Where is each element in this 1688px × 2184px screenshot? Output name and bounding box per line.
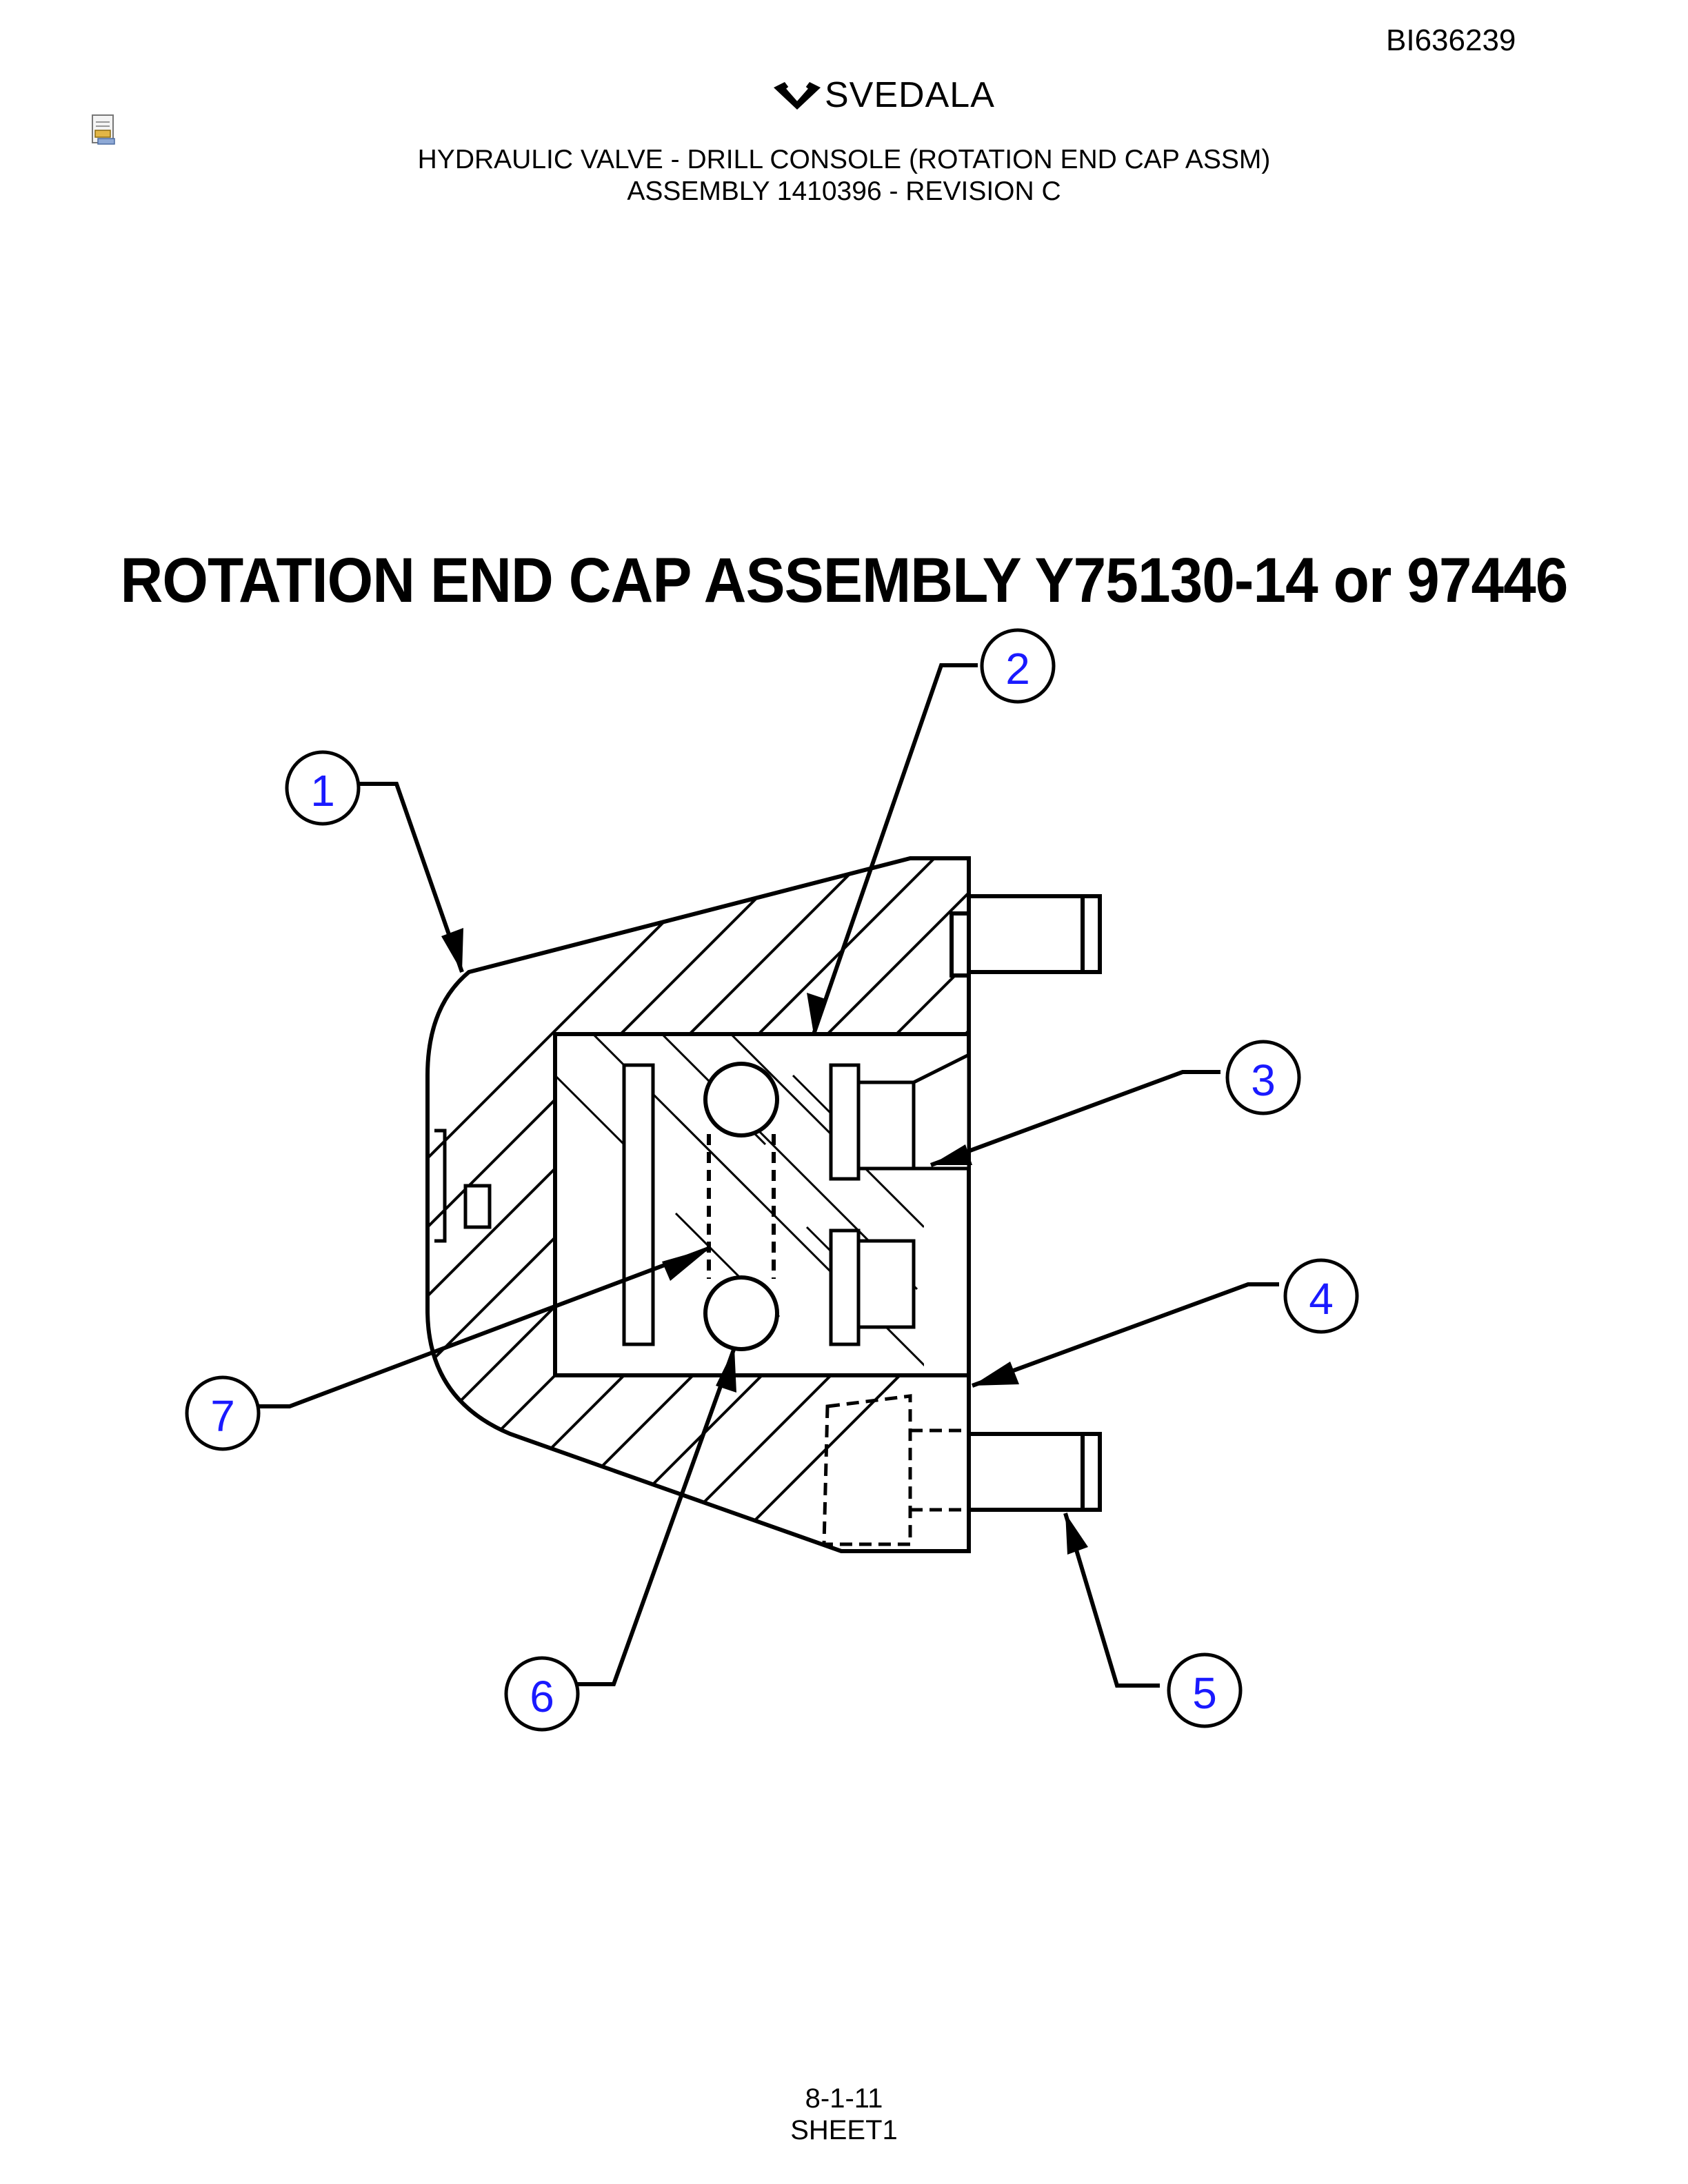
- callout-7: 7: [210, 1391, 235, 1441]
- drawing-title: ROTATION END CAP ASSEMBLY Y75130-14 or 9…: [120, 545, 1569, 616]
- callout-2: 2: [1005, 644, 1030, 694]
- leader-arrowheads: [441, 928, 1088, 1555]
- left-boss: [434, 1129, 447, 1243]
- document-id: BI636239: [1386, 23, 1516, 57]
- bore-outline: [553, 1032, 971, 1377]
- brand-logo: SVEDALA: [772, 74, 995, 116]
- callout-4: 4: [1309, 1274, 1334, 1324]
- callout-1: 1: [310, 766, 335, 816]
- check-ball-bottom: [703, 1275, 779, 1351]
- callout-5: 5: [1192, 1668, 1217, 1718]
- end-cap-body: [425, 856, 971, 1553]
- spring: [707, 1134, 776, 1279]
- document-icon[interactable]: [90, 114, 117, 147]
- page-number: 8-1-11: [805, 2083, 883, 2114]
- callout-3: 3: [1251, 1055, 1276, 1105]
- hidden-pocket: [822, 1394, 1062, 1546]
- callout-circles: [185, 628, 1359, 1732]
- brand-name: SVEDALA: [825, 75, 995, 115]
- stud-lower: [967, 1432, 1102, 1512]
- sleeve-parts: [622, 1051, 971, 1346]
- leader-lines: [259, 663, 1279, 1688]
- svedala-logo-icon: [774, 82, 821, 110]
- sheet-label: SHEET1: [790, 2115, 898, 2145]
- header-subtitle: ASSEMBLY 1410396 - REVISION C: [627, 176, 1061, 206]
- stud-upper: [950, 894, 1102, 978]
- check-ball-top: [703, 1062, 779, 1138]
- header-title: HYDRAULIC VALVE - DRILL CONSOLE (ROTATIO…: [417, 145, 1271, 174]
- left-plug: [463, 1184, 492, 1229]
- callout-6: 6: [530, 1672, 554, 1721]
